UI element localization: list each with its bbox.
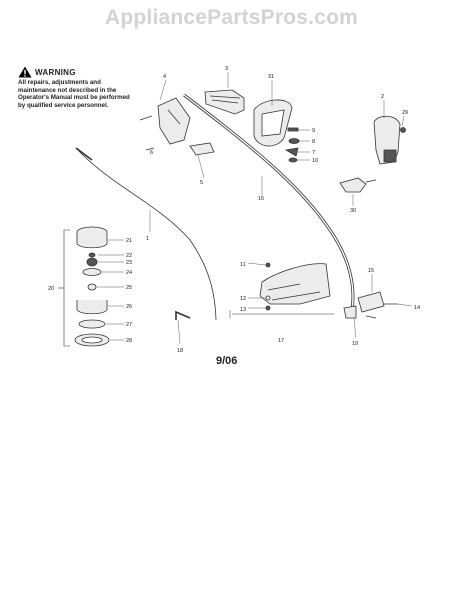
callout-13: 13	[240, 307, 246, 313]
hex-key-part	[175, 310, 191, 320]
callout-8: 8	[312, 139, 315, 145]
grip-part	[253, 99, 293, 147]
callout-27: 27	[126, 322, 132, 328]
callout-2: 2	[381, 94, 384, 100]
callout-numbers: 1 2 3 4 5 6 7 8 9 10 11 12 13 14 15 16 1…	[48, 66, 420, 354]
callout-24: 24	[126, 270, 132, 276]
warning-text: All repairs, adjustments and maintenance…	[18, 79, 130, 109]
clamp-part	[343, 291, 385, 319]
callout-31: 31	[268, 74, 274, 80]
callout-7: 7	[312, 150, 315, 156]
hardware-parts-7-10	[284, 127, 300, 163]
callout-10: 10	[312, 158, 318, 164]
callout-5: 5	[200, 180, 203, 186]
switch-part	[339, 177, 377, 193]
callout-11: 11	[240, 262, 246, 268]
callout-14: 14	[414, 305, 420, 311]
callout-1: 1	[146, 236, 149, 242]
callout-12: 12	[240, 296, 246, 302]
callout-30: 30	[350, 208, 356, 214]
handle-part	[204, 89, 245, 115]
callout-23: 23	[126, 260, 132, 266]
callout-3: 3	[225, 66, 228, 72]
callout-9: 9	[312, 128, 315, 134]
callout-25: 25	[126, 285, 132, 291]
callout-26: 26	[126, 304, 132, 310]
callout-19: 19	[352, 341, 358, 347]
shield-part	[229, 263, 334, 318]
callout-15: 15	[368, 268, 374, 274]
callout-6: 6	[150, 150, 153, 156]
bracket-part	[157, 97, 191, 145]
callout-28: 28	[126, 338, 132, 344]
warning-triangle-icon	[18, 66, 32, 78]
warning-title: WARNING	[35, 67, 76, 77]
callout-21: 21	[126, 238, 132, 244]
callout-16: 16	[258, 196, 264, 202]
callout-4: 4	[163, 74, 166, 80]
trimmer-head-stack	[74, 226, 110, 347]
callout-22: 22	[126, 253, 132, 259]
warning-box: WARNING All repairs, adjustments and mai…	[18, 66, 136, 109]
revision-date: 9/06	[216, 355, 238, 367]
watermark: AppliancePartsPros.com	[105, 6, 358, 29]
callout-29: 29	[402, 110, 408, 116]
callout-17: 17	[278, 338, 284, 344]
callout-20: 20	[48, 286, 54, 292]
throttle-housing-part	[373, 115, 401, 165]
callout-18: 18	[177, 348, 183, 354]
flex-shaft-part	[75, 147, 217, 321]
